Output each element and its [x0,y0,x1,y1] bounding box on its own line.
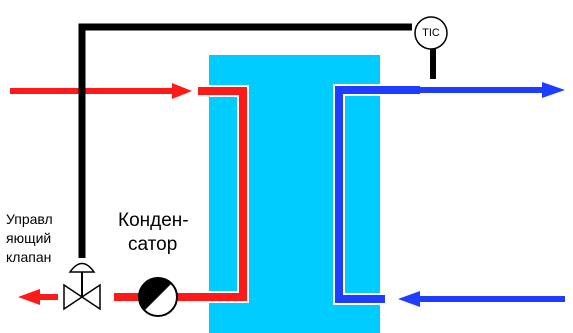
condenser-label: Конден- сатор [118,209,189,257]
condenser-label-line-1: Конден- [118,210,189,231]
sensor-stem [430,49,436,79]
control-valve-label-line-3: клапан [6,249,52,265]
tic-instrument-circle [414,16,448,50]
hot-outlet-arrow [18,289,58,305]
hot-coil [114,85,249,303]
control-valve-label-line-2: яющий [6,230,52,246]
hot-inlet-arrow [10,83,192,99]
cold-inlet-arrow [398,291,565,307]
condenser-label-line-2: сатор [128,234,178,255]
pump-symbol [138,277,178,317]
tic-label: TIC [422,27,440,39]
cold-coil [333,84,420,305]
control-signal-line [78,23,412,258]
control-valve-label-line-1: Управл [6,211,53,227]
cold-outlet-arrow [416,82,565,98]
control-valve [63,262,101,311]
control-valve-label: Управл яющий клапан [6,210,53,267]
